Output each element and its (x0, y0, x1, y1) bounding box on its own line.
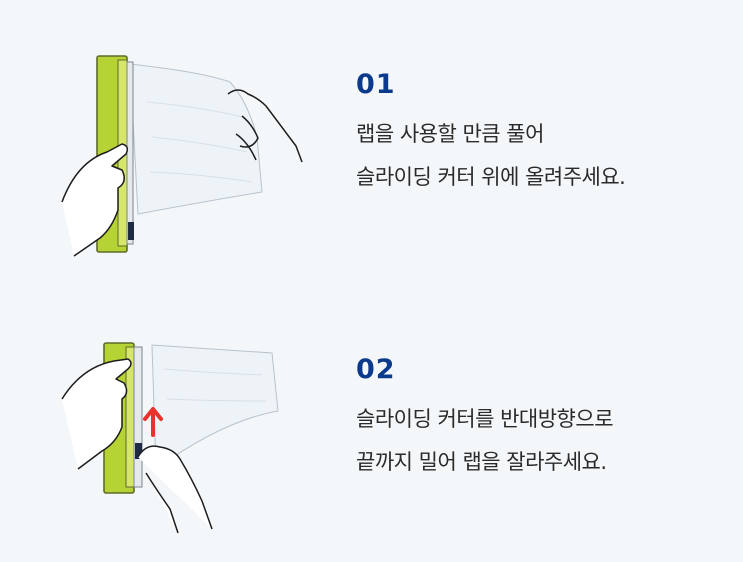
left-hand (61, 358, 132, 470)
sliding-cutter-rail (133, 346, 143, 488)
arrow-up-icon (143, 407, 163, 437)
step-1: 01 랩을 사용할 만큼 풀어 슬라이딩 커터 위에 올려주세요. (61, 55, 626, 257)
sliding-cutter-rail (126, 61, 134, 245)
step-number: 01 (356, 69, 396, 100)
instruction-line: 끝까지 밀어 랩을 잘라주세요. (356, 450, 607, 474)
step-2: 02 슬라이딩 커터를 반대방향으로 끝까지 밀어 랩을 잘라주세요. (0, 281, 743, 562)
step-instruction: 슬라이딩 커터를 반대방향으로 끝까지 밀어 랩을 잘라주세요. (356, 398, 614, 484)
sliding-cutter (135, 443, 142, 459)
pull-wrap-illustration (61, 55, 303, 257)
cut-wrap-illustration (61, 342, 279, 534)
right-hand (227, 89, 303, 163)
step-instruction: 랩을 사용할 만큼 풀어 슬라이딩 커터 위에 올려주세요. (356, 113, 626, 199)
plastic-wrap-sheet (129, 63, 263, 215)
instruction-line: 슬라이딩 커터를 반대방향으로 (356, 407, 614, 431)
step-number: 02 (356, 354, 396, 385)
plastic-wrap-sheet (151, 344, 279, 470)
instruction-line: 랩을 사용할 만큼 풀어 (356, 122, 544, 146)
sliding-cutter (128, 222, 134, 240)
left-hand (61, 143, 129, 257)
instruction-line: 슬라이딩 커터 위에 올려주세요. (356, 165, 626, 189)
right-hand (137, 445, 213, 534)
